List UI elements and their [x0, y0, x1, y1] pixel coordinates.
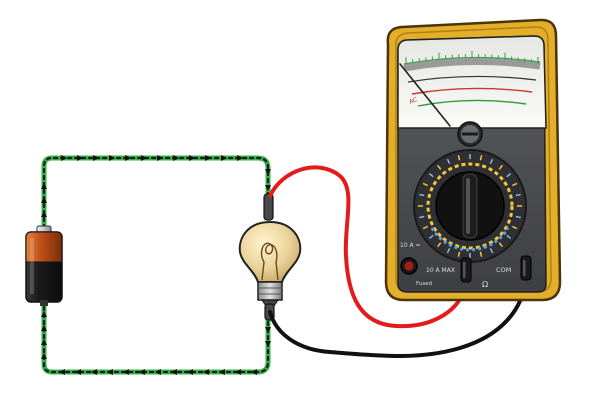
dial-range-mark [436, 242, 442, 248]
red-lead-plug[interactable] [460, 257, 472, 283]
red-test-lead [268, 165, 468, 329]
current-arrow [237, 155, 243, 161]
current-arrow [265, 327, 271, 333]
dial-range-mark [436, 164, 442, 170]
ten-a-label: 10 A = [400, 242, 421, 249]
current-arrow [235, 369, 241, 375]
dial-range-mark [506, 172, 512, 178]
current-arrow [41, 325, 47, 331]
black-test-lead [268, 274, 528, 358]
current-arrow [41, 311, 47, 317]
dial-range-mark [457, 155, 461, 161]
dial-range-mark [515, 193, 521, 197]
current-arrow [41, 339, 47, 345]
current-arrow [123, 369, 129, 375]
com-label: COM [496, 266, 511, 274]
dial-range-mark [422, 225, 428, 230]
dial-range-mark [498, 164, 504, 170]
dial-range-mark [498, 242, 504, 248]
current-arrow [61, 155, 67, 161]
current-arrow [41, 353, 47, 359]
dial-range-mark [489, 158, 494, 164]
filament [260, 242, 279, 281]
multimeter-icon: AC 10 A = 10 A MAX Fused COM Ω [384, 18, 562, 302]
current-arrow [203, 369, 209, 375]
current-arrow [205, 155, 211, 161]
current-arrow [107, 369, 113, 375]
current-arrow [77, 155, 83, 161]
current-arrow [171, 369, 177, 375]
current-arrow [173, 155, 179, 161]
current-direction-arrows [41, 155, 271, 375]
dial-range-mark [419, 215, 425, 219]
current-arrow [265, 185, 271, 191]
meter-face [397, 35, 547, 129]
current-arrow [41, 211, 47, 217]
current-arrow [125, 155, 131, 161]
meter-scales [403, 51, 541, 107]
circuit-loop [41, 155, 271, 375]
dial-range-mark [419, 193, 425, 197]
dial-range-mark [457, 251, 461, 257]
current-arrow [265, 341, 271, 347]
current-arrow [219, 369, 225, 375]
dial-range-mark [422, 182, 428, 187]
current-arrow [221, 155, 227, 161]
current-arrow [187, 369, 193, 375]
current-arrow [59, 369, 65, 375]
current-arrow [41, 197, 47, 203]
current-arrow [141, 155, 147, 161]
current-arrow [109, 155, 115, 161]
dial-range-mark [489, 248, 494, 254]
range-selector[interactable] [413, 149, 527, 263]
current-arrow [265, 169, 271, 175]
com-lead-plug[interactable] [520, 255, 532, 281]
dial-range-mark [479, 251, 483, 257]
current-arrow [139, 369, 145, 375]
battery-icon [25, 225, 63, 306]
dial-range-mark [446, 158, 451, 164]
fused-label: Fused [416, 281, 432, 287]
ac-scale-label: AC [408, 96, 418, 106]
ohm-label: Ω [482, 280, 488, 289]
current-arrow [93, 155, 99, 161]
ten-a-max-label: 10 A MAX [426, 267, 455, 274]
current-arrow [157, 155, 163, 161]
current-arrow [189, 155, 195, 161]
current-arrow [251, 369, 257, 375]
circuit-wire [42, 156, 270, 374]
current-arrow [155, 369, 161, 375]
dial-range-mark [512, 225, 518, 230]
dial-range-mark [479, 155, 483, 161]
current-arrow [41, 183, 47, 189]
meter-needle [399, 63, 451, 127]
current-flow-glow [41, 155, 271, 375]
current-arrow [91, 369, 97, 375]
light-bulb-icon [238, 193, 302, 321]
dial-range-mark [428, 234, 434, 240]
dial-range-mark [446, 248, 451, 254]
dial-range-mark [512, 182, 518, 187]
dial-range-mark [428, 172, 434, 178]
current-arrow [75, 369, 81, 375]
dial-range-mark [506, 234, 512, 240]
dial-range-mark [515, 215, 521, 219]
